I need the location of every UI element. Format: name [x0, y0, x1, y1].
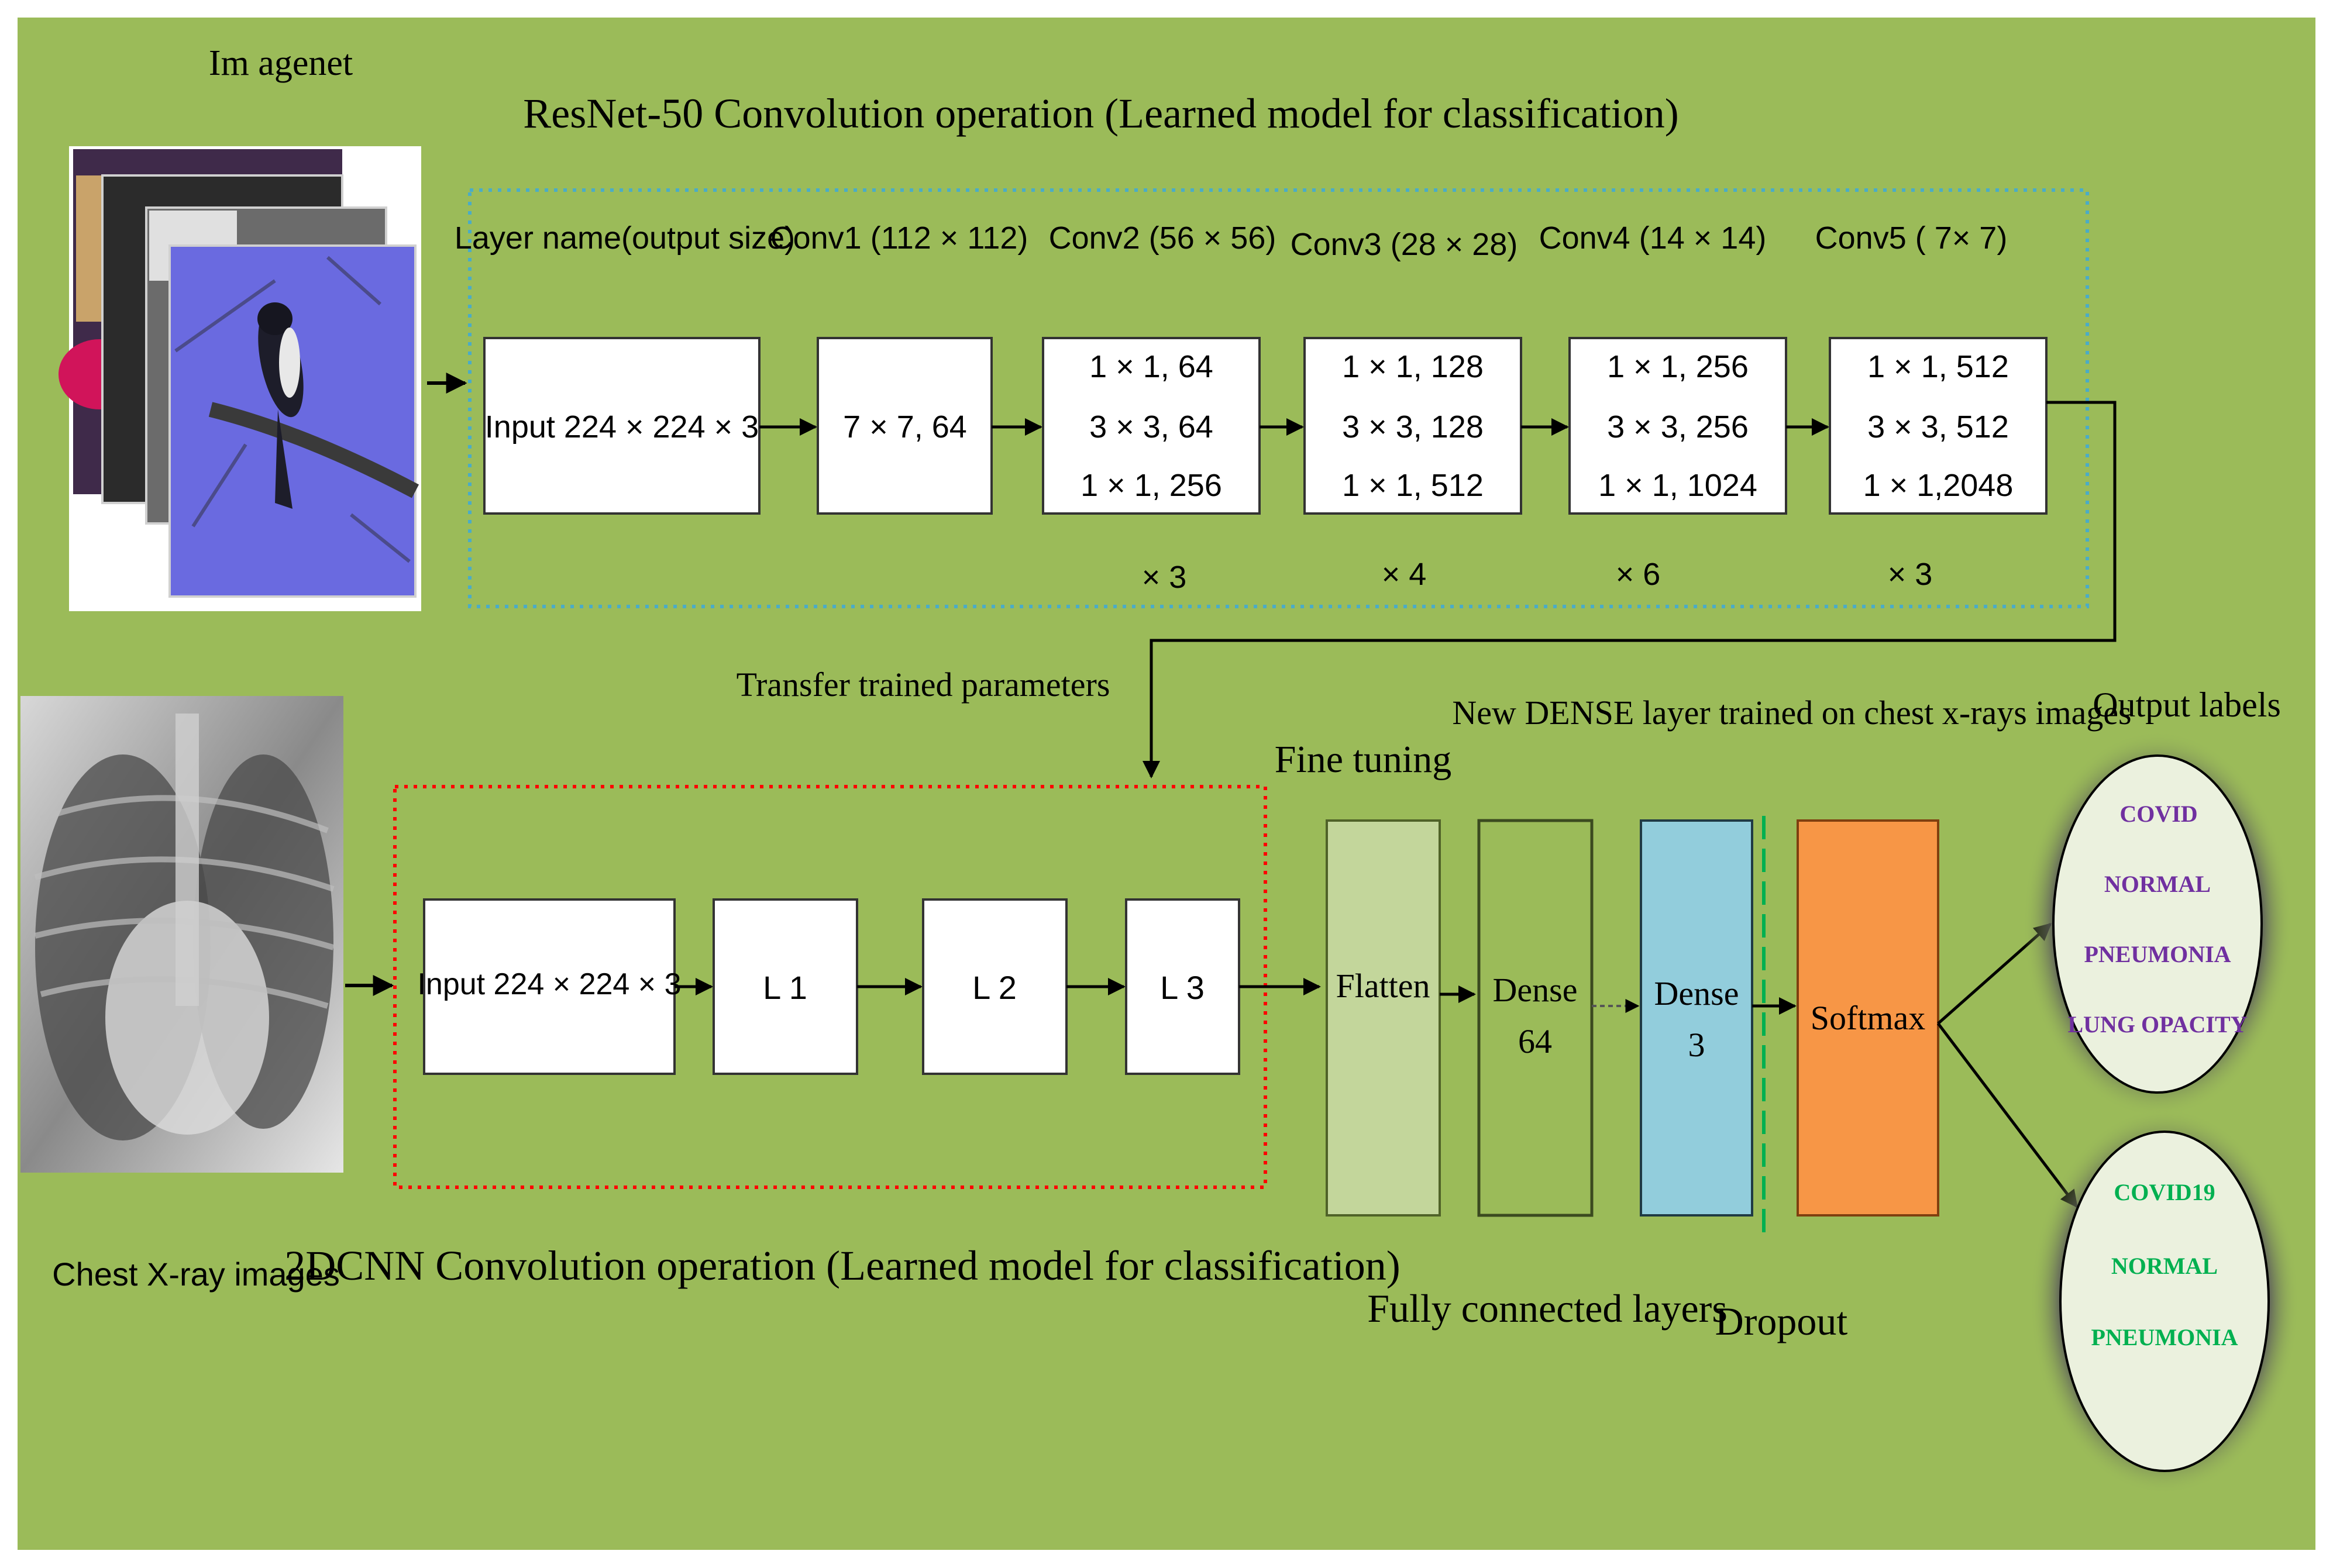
header-conv3: Conv3 (28 × 28)	[1291, 227, 1518, 262]
output-three-pneumonia: PNEUMONIA	[2091, 1324, 2238, 1350]
output-four-pneumonia: PNEUMONIA	[2084, 941, 2231, 967]
transfer-connector	[1143, 401, 2117, 778]
dense64-line-2: 64	[1518, 1022, 1552, 1060]
cnn-l3-box	[1125, 898, 1240, 1075]
dense3-box	[1640, 819, 1753, 1217]
cnn-dotted-container	[393, 785, 1267, 1189]
resnet-input-box	[483, 337, 761, 515]
output-three-normal: NORMAL	[2111, 1253, 2218, 1279]
stacked-photos-icon	[59, 146, 421, 611]
output-three-ellipse	[2059, 1131, 2270, 1472]
header-conv5: Conv5 ( 7× 7)	[1815, 220, 2008, 256]
output-four-ellipse	[2052, 754, 2263, 1094]
dense64-box	[1477, 819, 1594, 1217]
transfer-label: Transfer trained parameters	[737, 666, 1110, 704]
conv1-box	[817, 337, 993, 515]
cnn-l3-label: L 3	[1160, 969, 1205, 1006]
flatten-box	[1326, 819, 1441, 1217]
cnn-l2-box	[922, 898, 1068, 1075]
new-dense-label: New DENSE layer trained on chest x-rays …	[1452, 694, 2131, 732]
arrow-softmax-output3	[1937, 1022, 2078, 1208]
flatten-label: Flatten	[1336, 967, 1430, 1005]
conv5-multiplier: × 3	[1888, 557, 1933, 592]
conv4-multiplier: × 6	[1616, 557, 1661, 592]
header-layer-name: Layer name(output size)	[455, 220, 795, 256]
header-conv1: Conv1 (112 × 112)	[770, 220, 1028, 256]
conv5-box	[1829, 337, 2048, 515]
cnn-l1-box	[713, 898, 858, 1075]
fine-tuning-label: Fine tuning	[1275, 738, 1452, 781]
resnet-title: ResNet-50 Convolution operation (Learned…	[523, 90, 1678, 137]
softmax-label: Softmax	[1811, 999, 1926, 1037]
conv3-line-2: 3 × 3, 128	[1342, 409, 1484, 444]
cnn-input-label: Input 224 × 224 × 3	[417, 967, 681, 1001]
imagenet-label: Im agenet	[209, 43, 353, 83]
dense64-line-1: Dense	[1493, 971, 1578, 1009]
dropout-label: Dropout	[1715, 1299, 1848, 1343]
dense3-line-2: 3	[1688, 1026, 1705, 1064]
conv3-line-3: 1 × 1, 512	[1342, 468, 1484, 503]
xray-label: Chest X-ray images	[52, 1256, 340, 1293]
conv4-box	[1568, 337, 1787, 515]
output-three-covid19: COVID19	[2114, 1179, 2215, 1205]
chest-xray-icon	[20, 696, 343, 1173]
output-four-normal: NORMAL	[2104, 871, 2211, 897]
conv3-multiplier: × 4	[1382, 557, 1427, 592]
cnn-l1-label: L 1	[763, 969, 807, 1006]
output-four-covid: COVID	[2119, 801, 2197, 827]
conv2-multiplier: × 3	[1142, 560, 1187, 595]
conv2-line-3: 1 × 1, 256	[1081, 468, 1222, 503]
cnn-input-box	[423, 898, 676, 1075]
conv3-line-1: 1 × 1, 128	[1342, 349, 1484, 384]
conv2-box	[1042, 337, 1261, 515]
cnn-title: 2DCNN Convolution operation (Learned mod…	[284, 1242, 1401, 1289]
conv2-line-2: 3 × 3, 64	[1089, 409, 1213, 444]
resnet-dotted-container	[468, 188, 2089, 608]
output-four-lung-opacity: LUNG OPACITY	[2067, 1011, 2247, 1038]
conv5-line-1: 1 × 1, 512	[1867, 349, 2009, 384]
conv4-line-1: 1 × 1, 256	[1607, 349, 1749, 384]
conv4-line-2: 3 × 3, 256	[1607, 409, 1749, 444]
conv1-label: 7 × 7, 64	[843, 409, 967, 444]
header-conv2: Conv2 (56 × 56)	[1049, 220, 1276, 256]
conv5-line-3: 1 × 1,2048	[1863, 468, 2014, 503]
header-conv4: Conv4 (14 × 14)	[1539, 220, 1767, 256]
cnn-l2-label: L 2	[972, 969, 1017, 1006]
conv5-line-2: 3 × 3, 512	[1867, 409, 2009, 444]
fully-connected-label: Fully connected layers	[1367, 1286, 1728, 1331]
resnet-input-label: Input 224 × 224 × 3	[485, 409, 759, 444]
conv4-line-3: 1 × 1, 1024	[1598, 468, 1757, 503]
output-labels-title: Output labels	[2093, 685, 2281, 724]
dense3-line-1: Dense	[1654, 974, 1739, 1012]
softmax-box	[1797, 819, 1939, 1217]
conv2-line-1: 1 × 1, 64	[1089, 349, 1213, 384]
